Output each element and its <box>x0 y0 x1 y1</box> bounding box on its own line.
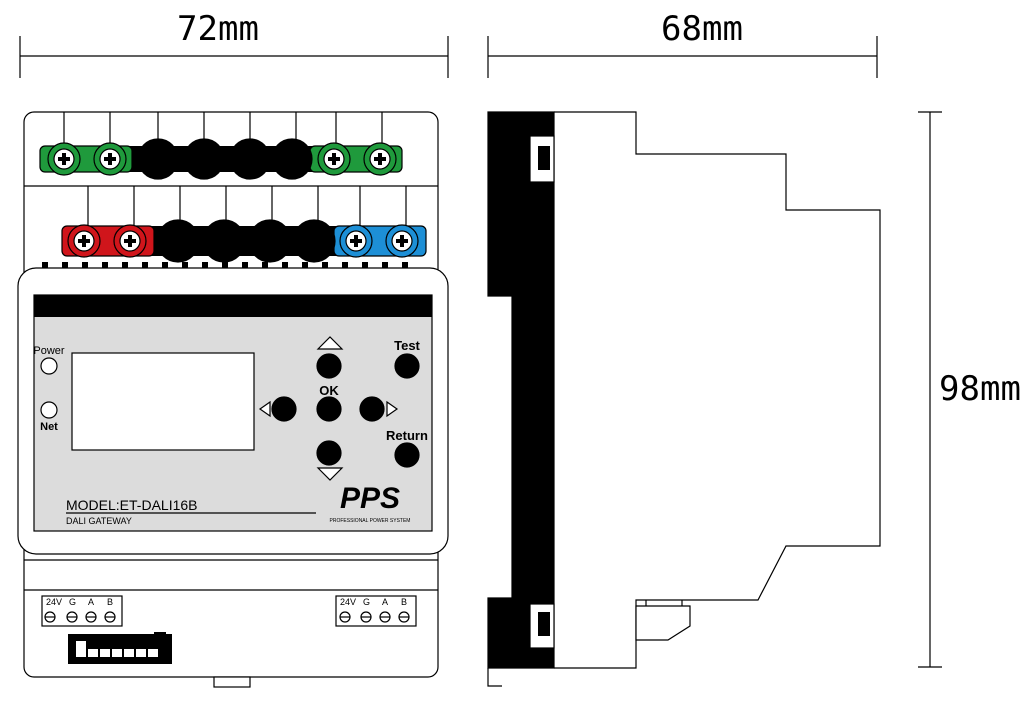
depth-label: 68mm <box>661 9 743 49</box>
side-clip <box>635 605 691 641</box>
brand-logo: PPS <box>340 482 400 515</box>
subtitle-label: DALI GATEWAY <box>66 516 132 526</box>
panel-top-bar <box>34 295 432 317</box>
height-label: 98mm <box>939 369 1021 409</box>
screw-black-6-icon <box>202 219 246 263</box>
top-screw-row <box>39 138 403 180</box>
screw-red-1-icon <box>67 224 101 258</box>
net-led-icon <box>40 401 58 419</box>
second-screw-row <box>61 219 427 263</box>
model-label: MODEL:ET-DALI16B <box>66 497 198 513</box>
terminal-ticks <box>42 262 408 268</box>
left-terminal-label-4: B <box>107 597 113 607</box>
width-label: 72mm <box>177 9 259 49</box>
right-arrow-icon <box>386 400 399 418</box>
side-housing-profile <box>554 111 881 669</box>
right-terminal-label-2: G <box>363 597 370 607</box>
power-label: Power <box>33 345 65 357</box>
left-arrow-icon <box>258 400 271 418</box>
rail-foot <box>487 668 502 687</box>
width-dimension: 72mm <box>19 9 449 78</box>
screw-green-2-icon <box>93 142 127 176</box>
down-button[interactable] <box>316 440 342 466</box>
screw-black-5-icon <box>156 219 200 263</box>
left-terminal-label-2: G <box>69 597 76 607</box>
ok-label: OK <box>319 383 339 398</box>
power-led-icon <box>40 357 58 375</box>
up-button[interactable] <box>316 353 342 379</box>
screw-black-4-icon <box>271 138 313 180</box>
left-terminal-label-1: 24V <box>46 597 62 607</box>
height-dimension: 98mm <box>918 111 1021 668</box>
bottom-left-terminal-labels: 24V G A B <box>46 597 113 607</box>
down-arrow-icon <box>316 467 344 481</box>
bottom-left-terminal-screws <box>44 611 116 623</box>
screw-black-1-icon <box>137 138 179 180</box>
test-label: Test <box>394 338 420 353</box>
return-button[interactable] <box>394 442 420 468</box>
screw-blue-2-icon <box>385 224 419 258</box>
bottom-right-terminal-screws <box>339 611 410 623</box>
test-button[interactable] <box>394 353 420 379</box>
screw-green-4-icon <box>363 142 397 176</box>
screw-black-3-icon <box>229 138 271 180</box>
front-view <box>17 111 449 688</box>
screw-green-3-icon <box>317 142 351 176</box>
depth-dimension: 68mm <box>487 9 878 78</box>
right-terminal-label-4: B <box>401 597 407 607</box>
net-label: Net <box>40 421 58 433</box>
screw-blue-1-icon <box>339 224 373 258</box>
lcd-display <box>71 352 255 451</box>
front-panel-labels: Power Net OK Test Return MODEL:ET-DALI16… <box>33 338 428 526</box>
ok-button[interactable] <box>316 396 342 422</box>
screw-red-2-icon <box>113 224 147 258</box>
right-terminal-label-3: A <box>382 597 388 607</box>
screw-black-8-icon <box>292 219 336 263</box>
dip-switch[interactable] <box>68 632 172 664</box>
screw-green-1-icon <box>47 142 81 176</box>
right-terminal-label-1: 24V <box>340 597 356 607</box>
brand-tagline: PROFESSIONAL POWER SYSTEM <box>330 518 411 524</box>
screw-black-2-icon <box>183 138 225 180</box>
bottom-right-terminal-labels: 24V G A B <box>340 597 407 607</box>
screw-black-7-icon <box>248 219 292 263</box>
right-button[interactable] <box>359 396 385 422</box>
return-label: Return <box>386 428 428 443</box>
din-clip <box>213 676 251 688</box>
side-view <box>487 111 881 687</box>
up-arrow-icon <box>316 336 344 350</box>
din-rail-profile <box>487 111 555 669</box>
left-button[interactable] <box>271 396 297 422</box>
left-terminal-label-3: A <box>88 597 94 607</box>
